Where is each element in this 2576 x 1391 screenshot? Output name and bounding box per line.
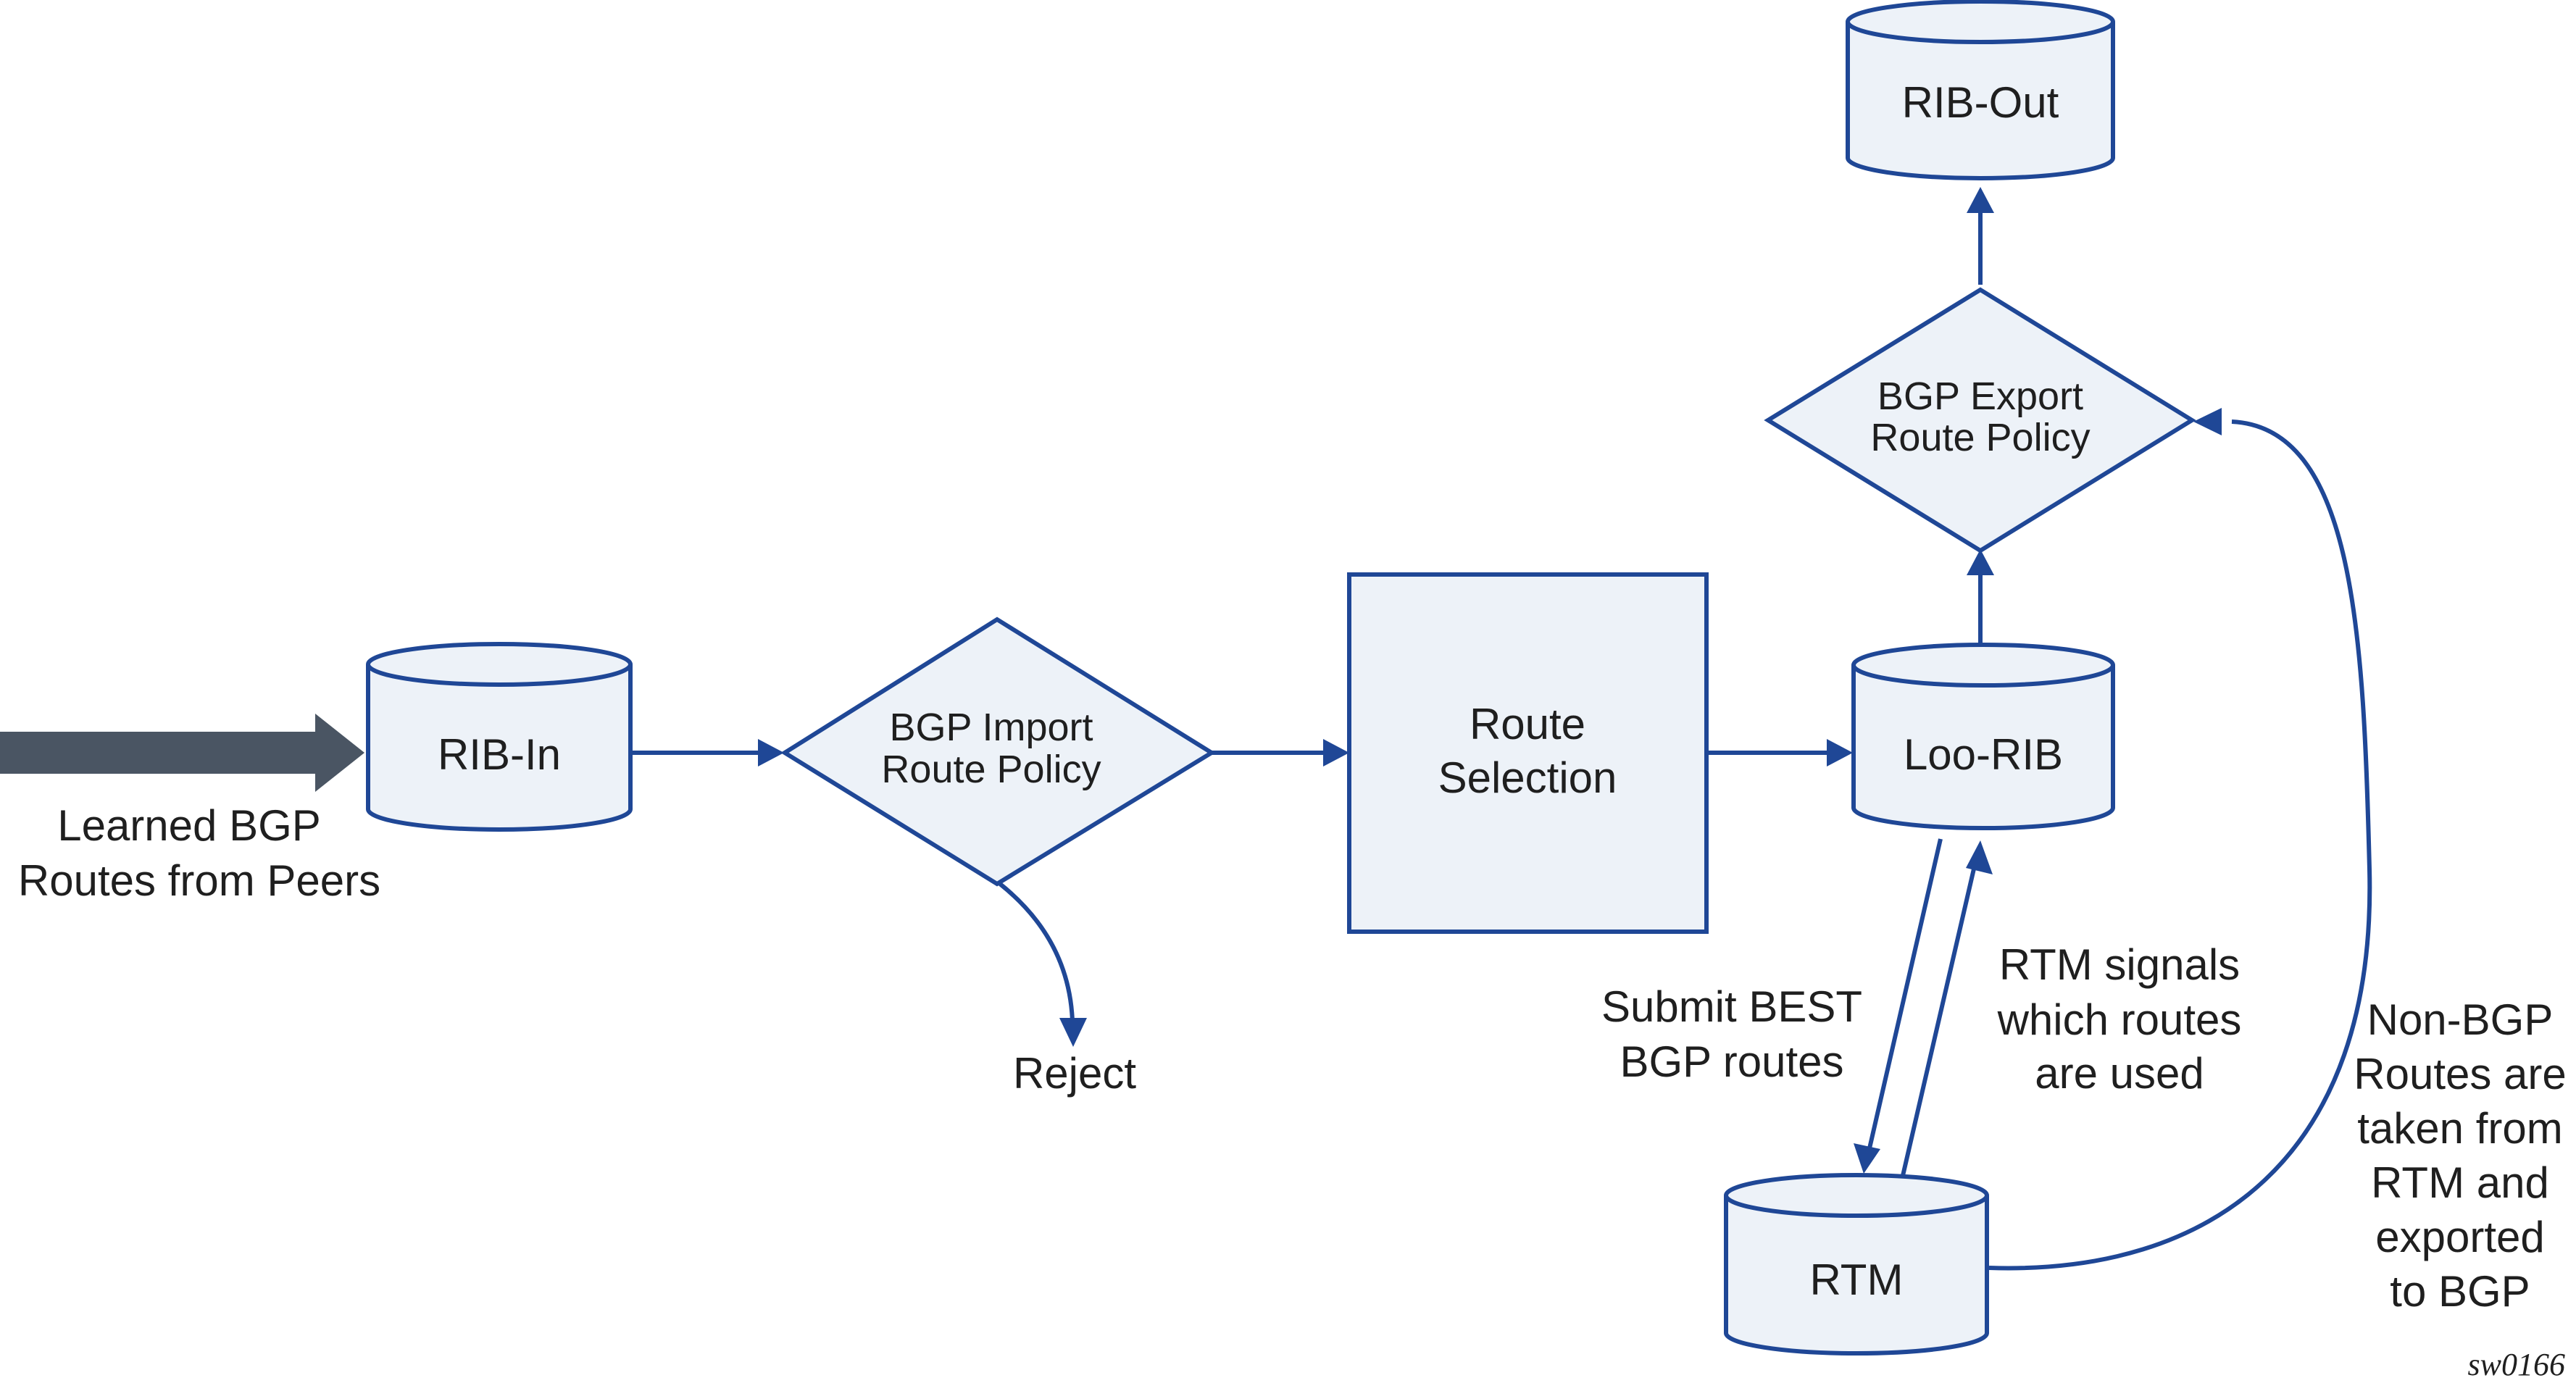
arrow-loorib-to-export [1967, 549, 1994, 652]
rib-in-label: RIB-In [438, 730, 561, 779]
svg-text:to BGP: to BGP [2390, 1267, 2530, 1316]
rib-out-node: RIB-Out [1846, 0, 2115, 180]
svg-text:Learned BGP: Learned BGP [57, 801, 321, 850]
rtm-label: RTM [1810, 1256, 1904, 1304]
loo-rib-node: Loo-RIB [1851, 643, 2115, 830]
route-selection-node: Route Selection [1347, 572, 1709, 934]
rtm-node: RTM [1724, 1173, 1989, 1356]
arrow-import-to-selection [1212, 739, 1349, 766]
svg-text:taken from: taken from [2357, 1104, 2562, 1153]
bgp-import-policy-node: BGP Import Route Policy [780, 617, 1216, 887]
submit-best-label: Submit BEST BGP routes [1601, 982, 1862, 1086]
bgp-export-line2: Route Policy [1870, 416, 2090, 459]
svg-text:Routes are: Routes are [2354, 1050, 2567, 1098]
svg-text:which routes: which routes [1997, 995, 2242, 1044]
svg-text:Routes from Peers: Routes from Peers [18, 856, 380, 905]
svg-text:exported: exported [2375, 1213, 2545, 1261]
bgp-export-line1: BGP Export [1877, 375, 2083, 418]
bgp-import-line2: Route Policy [881, 748, 1101, 791]
route-selection-line1: Route [1470, 700, 1585, 748]
arrow-import-to-reject [999, 882, 1087, 1047]
svg-text:BGP routes: BGP routes [1620, 1037, 1843, 1086]
loo-rib-label: Loo-RIB [1904, 730, 2063, 779]
arrow-rtm-to-export [1988, 408, 2372, 1271]
learned-routes-label: Learned BGP Routes from Peers [18, 801, 380, 905]
svg-text:are used: are used [2035, 1049, 2204, 1098]
arrow-selection-to-loorib [1708, 739, 1853, 766]
svg-text:RTM signals: RTM signals [1999, 940, 2240, 989]
arrow-export-to-ribout [1967, 187, 1994, 285]
bgp-import-line1: BGP Import [889, 706, 1093, 749]
rib-in-node: RIB-In [366, 642, 633, 832]
reject-label: Reject [1013, 1049, 1136, 1098]
route-selection-line2: Selection [1438, 753, 1617, 802]
rib-out-label: RIB-Out [1902, 78, 2059, 127]
svg-text:RTM and: RTM and [2371, 1158, 2549, 1207]
arrow-rtm-to-loorib [1900, 840, 1993, 1179]
rtm-signals-label: RTM signals which routes are used [1997, 940, 2242, 1098]
bgp-export-policy-node: BGP Export Route Policy [1764, 287, 2196, 554]
input-arrow [0, 714, 364, 792]
arrow-ribin-to-import [632, 739, 784, 766]
arrow-loorib-to-rtm [1854, 838, 1943, 1174]
non-bgp-routes-label: Non-BGP Routes are taken from RTM and ex… [2354, 995, 2567, 1316]
svg-text:Non-BGP: Non-BGP [2367, 995, 2554, 1044]
svg-text:Submit BEST: Submit BEST [1601, 982, 1862, 1031]
figure-id: sw0166 [2468, 1347, 2565, 1382]
